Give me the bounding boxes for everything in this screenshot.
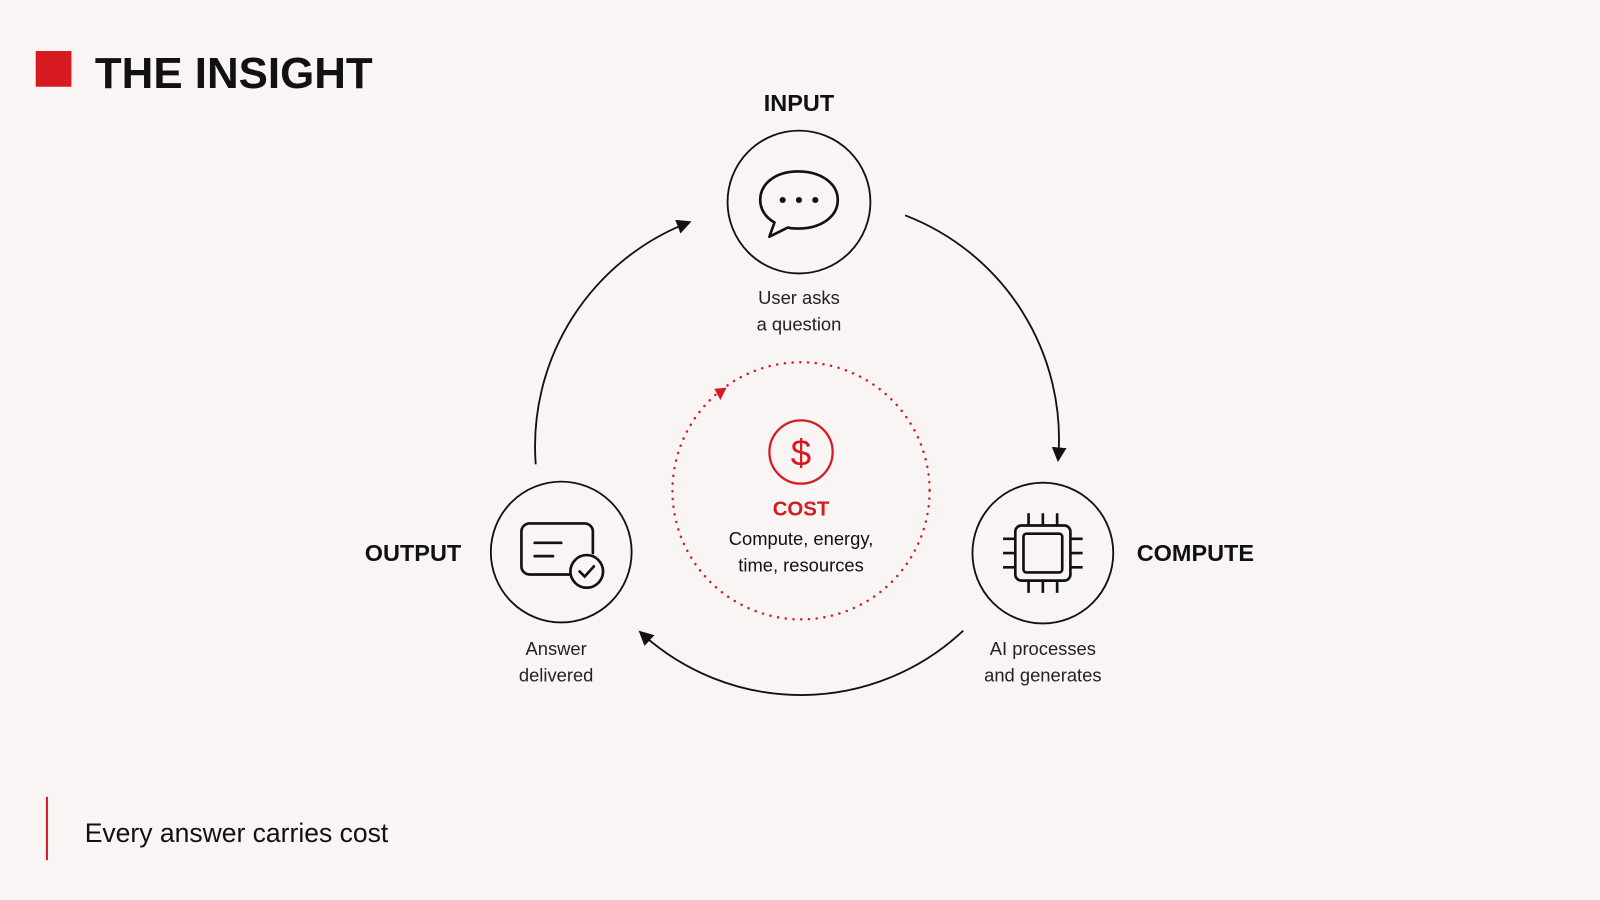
input-desc-line1: User asks — [758, 287, 840, 308]
input-desc-line2: a question — [757, 314, 842, 335]
cost-label: COST — [773, 498, 830, 520]
output-desc-line2: delivered — [519, 665, 594, 686]
cost-desc-line1: Compute, energy, — [729, 528, 874, 549]
footer-caption: Every answer carries cost — [85, 818, 389, 848]
arrow-input-to-compute — [904, 214, 1067, 463]
node-input: INPUT User asks a question — [726, 90, 872, 335]
footer-accent-line — [45, 796, 48, 861]
compute-desc-line2: and generates — [984, 665, 1101, 686]
chat-bubble-icon — [758, 170, 840, 239]
compute-desc-line1: AI processes — [990, 638, 1096, 659]
output-label: OUTPUT — [365, 540, 462, 566]
node-output: OUTPUT Answer delivered — [365, 480, 633, 686]
title-marker — [35, 51, 72, 87]
compute-label: COMPUTE — [1137, 540, 1254, 566]
arrow-compute-to-output — [638, 629, 964, 696]
node-compute: COMPUTE AI processes and generates — [971, 481, 1254, 686]
input-label: INPUT — [764, 90, 835, 116]
document-check-icon — [520, 522, 605, 590]
output-desc-line1: Answer — [526, 638, 587, 659]
page-title: THE INSIGHT — [95, 49, 373, 98]
dotted-cost-loop — [671, 361, 931, 621]
cost-loop-arrowhead — [714, 387, 727, 400]
chip-icon — [1003, 513, 1083, 593]
cost-desc-line2: time, resources — [738, 554, 864, 575]
arrow-output-to-input — [534, 219, 692, 465]
dollar-icon: $ — [791, 432, 811, 473]
cost-center: $ COST Compute, energy, time, resources — [671, 361, 931, 621]
